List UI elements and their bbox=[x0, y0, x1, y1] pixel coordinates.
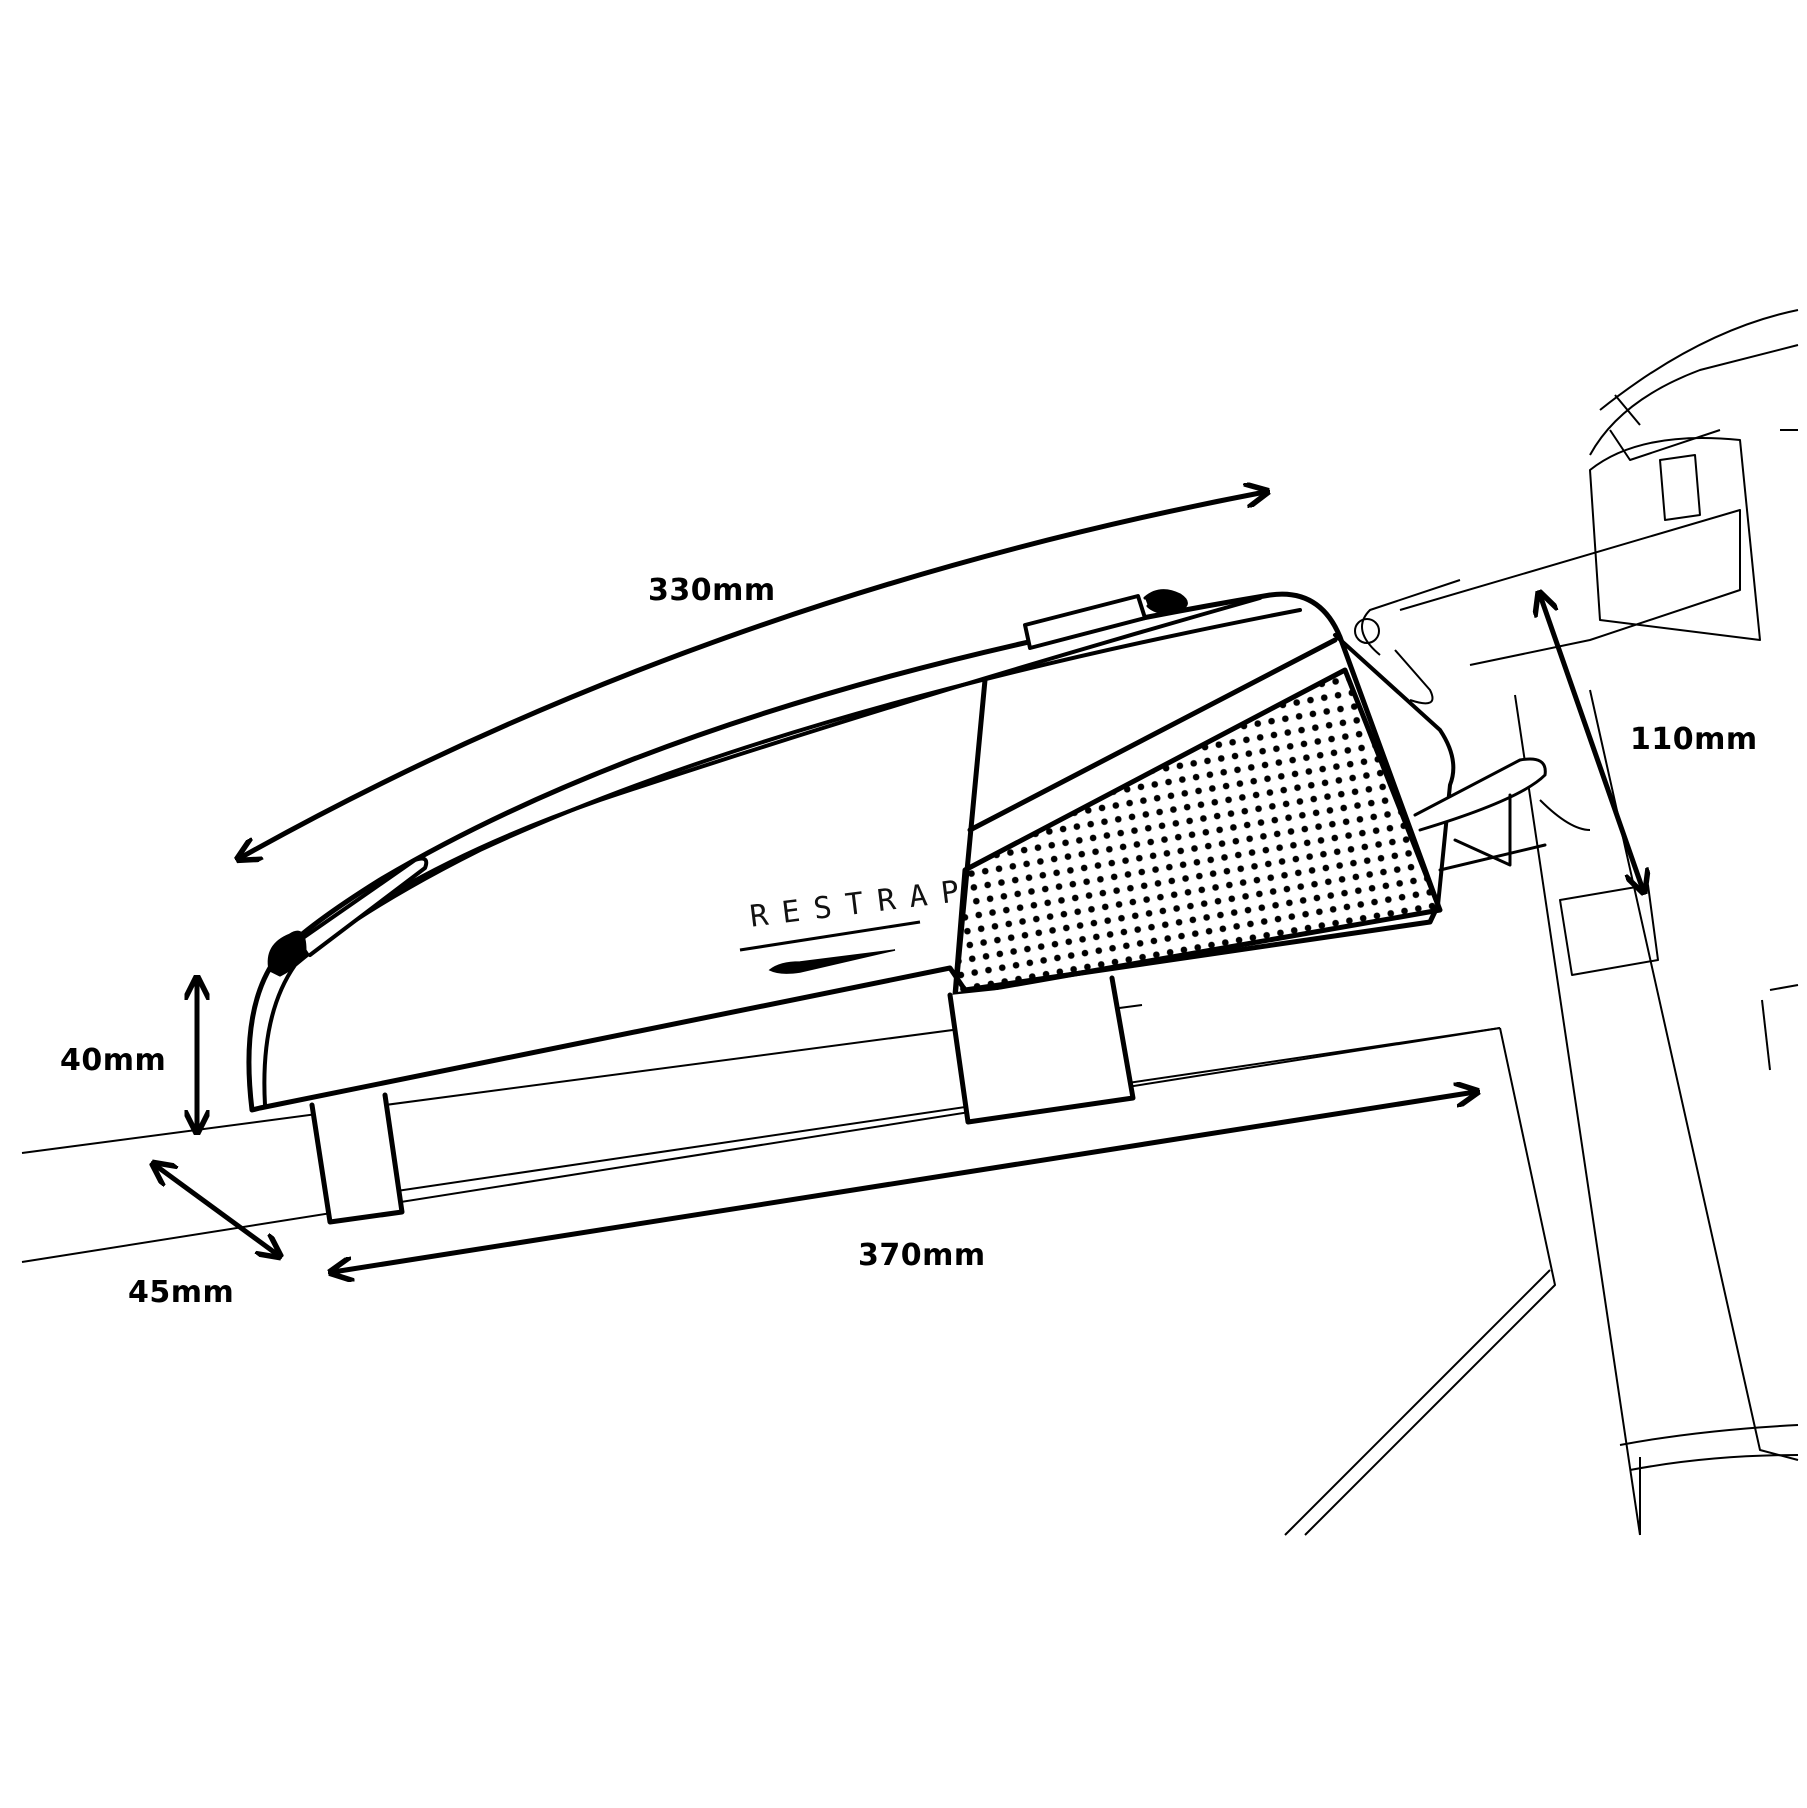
dimension-label-330mm: 330mm bbox=[648, 573, 776, 608]
arrow-330mm bbox=[240, 492, 1265, 858]
arrow-45mm bbox=[155, 1165, 278, 1255]
dimension-label-370mm: 370mm bbox=[858, 1238, 986, 1273]
dimension-label-110mm: 110mm bbox=[1630, 722, 1758, 757]
restrap-logo-graphic bbox=[739, 920, 921, 974]
dimension-arrows bbox=[155, 492, 1643, 1272]
arrow-110mm bbox=[1540, 595, 1643, 890]
dimension-label-40mm: 40mm bbox=[60, 1043, 167, 1078]
dimension-label-45mm: 45mm bbox=[128, 1275, 235, 1310]
arrow-370mm bbox=[333, 1092, 1475, 1272]
